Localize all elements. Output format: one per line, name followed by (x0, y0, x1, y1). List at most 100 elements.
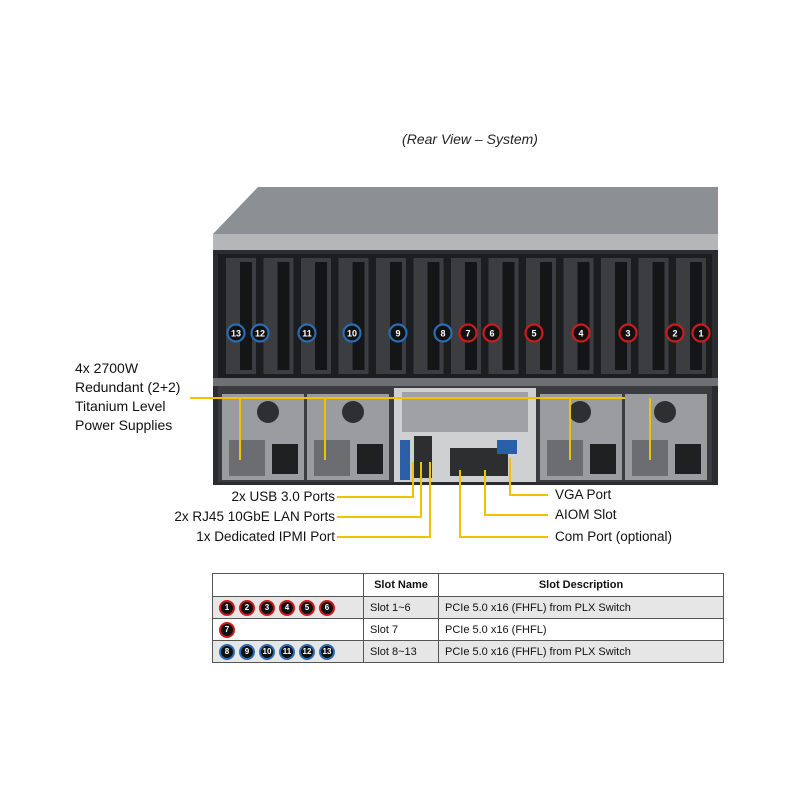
pcie-vent (277, 262, 290, 370)
psu-label-line: Power Supplies (75, 417, 173, 433)
slot-number-badge: 12 (299, 643, 315, 660)
slot-marker-circle (524, 323, 544, 343)
slot-name: Slot 1~6 (363, 596, 439, 619)
usb-ports (400, 440, 410, 480)
slot-marker: 13 (226, 323, 246, 343)
slot-marker: 7 (458, 323, 478, 343)
aiom-callout-line (484, 470, 548, 516)
pcie-vent (540, 262, 552, 370)
slot-marker-number: 6 (489, 329, 494, 339)
slot-marker-circle (458, 323, 478, 343)
slot-marker-circle (342, 323, 362, 343)
ipmi-label: 1x Dedicated IPMI Port (196, 529, 335, 544)
pcie-vent (577, 262, 590, 370)
pcie-vent (690, 262, 702, 370)
slot-name: Slot 8~13 (363, 640, 439, 663)
vga-label: VGA Port (555, 487, 612, 502)
slot-marker-number: 12 (255, 329, 265, 339)
slot-number-badge: 11 (279, 643, 295, 660)
slot-marker-number: 2 (672, 329, 677, 339)
slot-number-badge: 4 (279, 599, 295, 616)
slot-marker: 12 (250, 323, 270, 343)
slot-name: Slot 7 (363, 618, 439, 641)
lan-ports (414, 436, 432, 478)
slot-description: PCIe 5.0 x16 (FHFL) (438, 618, 724, 641)
slot-number-badge: 6 (319, 599, 335, 616)
psu-label-line: Redundant (2+2) (75, 379, 181, 395)
slot-marker-circle (297, 323, 317, 343)
slot-number-badge: 5 (299, 599, 315, 616)
slot-number-badge: 8 (219, 643, 235, 660)
slot-number-badge: 1 (219, 599, 235, 616)
slot-marker: 1 (691, 323, 711, 343)
header-slot-description: Slot Description (438, 573, 724, 597)
slot-description: PCIe 5.0 x16 (FHFL) from PLX Switch (438, 640, 724, 663)
slot-number-badge: 10 (259, 643, 275, 660)
pcie-slot-brackets (226, 258, 706, 374)
lan-label: 2x RJ45 10GbE LAN Ports (174, 509, 335, 524)
slot-marker-circle (618, 323, 638, 343)
slot-marker-circle (388, 323, 408, 343)
slot-marker-circle (571, 323, 591, 343)
slot-marker: 11 (297, 323, 317, 343)
psu-label-line: 4x 2700W (75, 360, 139, 376)
table-row: 7 Slot 7 PCIe 5.0 x16 (FHFL) (212, 618, 724, 641)
vga-port (497, 440, 517, 454)
slot-marker-circle (665, 323, 685, 343)
com-callout-line (459, 470, 548, 538)
aiom-label: AIOM Slot (555, 507, 617, 522)
slot-marker-number: 8 (440, 329, 445, 339)
slot-marker-number: 9 (395, 329, 400, 339)
slot-marker: 3 (618, 323, 638, 343)
psu-2 (307, 394, 389, 480)
pcie-vent (652, 262, 665, 370)
slot-marker: 2 (665, 323, 685, 343)
pcie-vent (315, 262, 327, 370)
slot-marker-number: 13 (231, 329, 241, 339)
chassis-lip (213, 234, 718, 250)
pcie-vent (502, 262, 515, 370)
pcie-vent (465, 262, 477, 370)
slot-badges: 7 (212, 618, 364, 641)
slot-marker-number: 4 (578, 329, 583, 339)
slot-marker: 9 (388, 323, 408, 343)
header-slot-name: Slot Name (363, 573, 439, 597)
slot-table-header: Slot Name Slot Description (212, 573, 724, 597)
callout-lines (190, 397, 651, 538)
slot-number-badge: 2 (239, 599, 255, 616)
psu-label: 4x 2700W Redundant (2+2) Titanium Level … (75, 359, 180, 435)
ipmi-callout-line (337, 462, 431, 538)
slot-marker: 10 (342, 323, 362, 343)
slot-marker: 8 (433, 323, 453, 343)
slot-marker-circle (482, 323, 502, 343)
slot-number-badge: 7 (219, 621, 235, 638)
slot-number-badge: 3 (259, 599, 275, 616)
usb-callout-line (337, 462, 414, 498)
psu-1 (222, 394, 304, 480)
slot-marker-circle (226, 323, 246, 343)
header-badges (212, 573, 364, 597)
pcie-vent (615, 262, 627, 370)
divider-rail (213, 378, 718, 386)
slot-marker-number: 11 (302, 329, 312, 339)
pcie-vent (427, 262, 440, 370)
slot-marker-number: 3 (625, 329, 630, 339)
figure-caption: (Rear View – System) (402, 131, 538, 147)
slot-marker: 6 (482, 323, 502, 343)
psu-3 (540, 394, 622, 480)
pcie-vent (352, 262, 365, 370)
vga-callout-line (509, 458, 548, 496)
usb-label: 2x USB 3.0 Ports (231, 489, 335, 504)
pcie-vent (240, 262, 252, 370)
slot-marker: 4 (571, 323, 591, 343)
slot-marker-number: 1 (698, 329, 703, 339)
slot-marker-number: 7 (465, 329, 470, 339)
slot-marker-number: 10 (347, 329, 357, 339)
slot-number-badge: 9 (239, 643, 255, 660)
